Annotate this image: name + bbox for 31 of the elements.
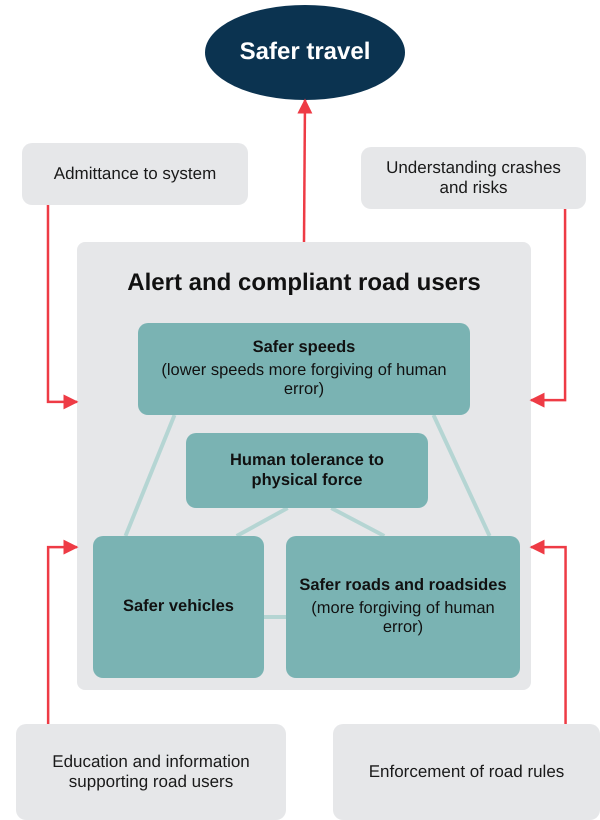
panel-heading: Alert and compliant road users [127, 269, 481, 298]
pillar-description: (more forgiving of human error) [310, 598, 496, 638]
arrow [46, 540, 78, 724]
pillar-title: Safer speeds [252, 338, 356, 358]
connector-line [432, 414, 492, 537]
factor-label: Enforcement of road rules [368, 762, 564, 782]
factor-label: Education and information supporting road users [51, 752, 251, 792]
factor-box [333, 724, 600, 820]
factor-box [22, 143, 248, 205]
system-panel [77, 242, 531, 690]
arrow [46, 205, 78, 410]
goal-label: Safer travel [240, 38, 370, 67]
pillar-box [138, 323, 470, 415]
connector-line [124, 414, 176, 537]
pillar-description: (lower speeds more forgiving of human error) [160, 360, 448, 400]
factor-label: Understanding crashes and risks [385, 158, 562, 198]
pillar-title: Safer vehicles [123, 597, 234, 617]
connector-line [264, 614, 286, 619]
arrow [530, 209, 566, 408]
pillar-title: Safer roads and roadsides [299, 576, 507, 596]
pillar-box [93, 536, 264, 678]
factor-box [361, 147, 586, 209]
factor-label: Admittance to system [54, 164, 216, 184]
arrow [530, 540, 567, 724]
pillar-title: Human tolerance to physical force [228, 450, 386, 490]
arrow [297, 98, 312, 242]
pillar-box [186, 433, 428, 508]
connector-line [236, 506, 289, 538]
connector-line [330, 506, 386, 538]
pillar-box [286, 536, 520, 678]
factor-box [16, 724, 286, 820]
